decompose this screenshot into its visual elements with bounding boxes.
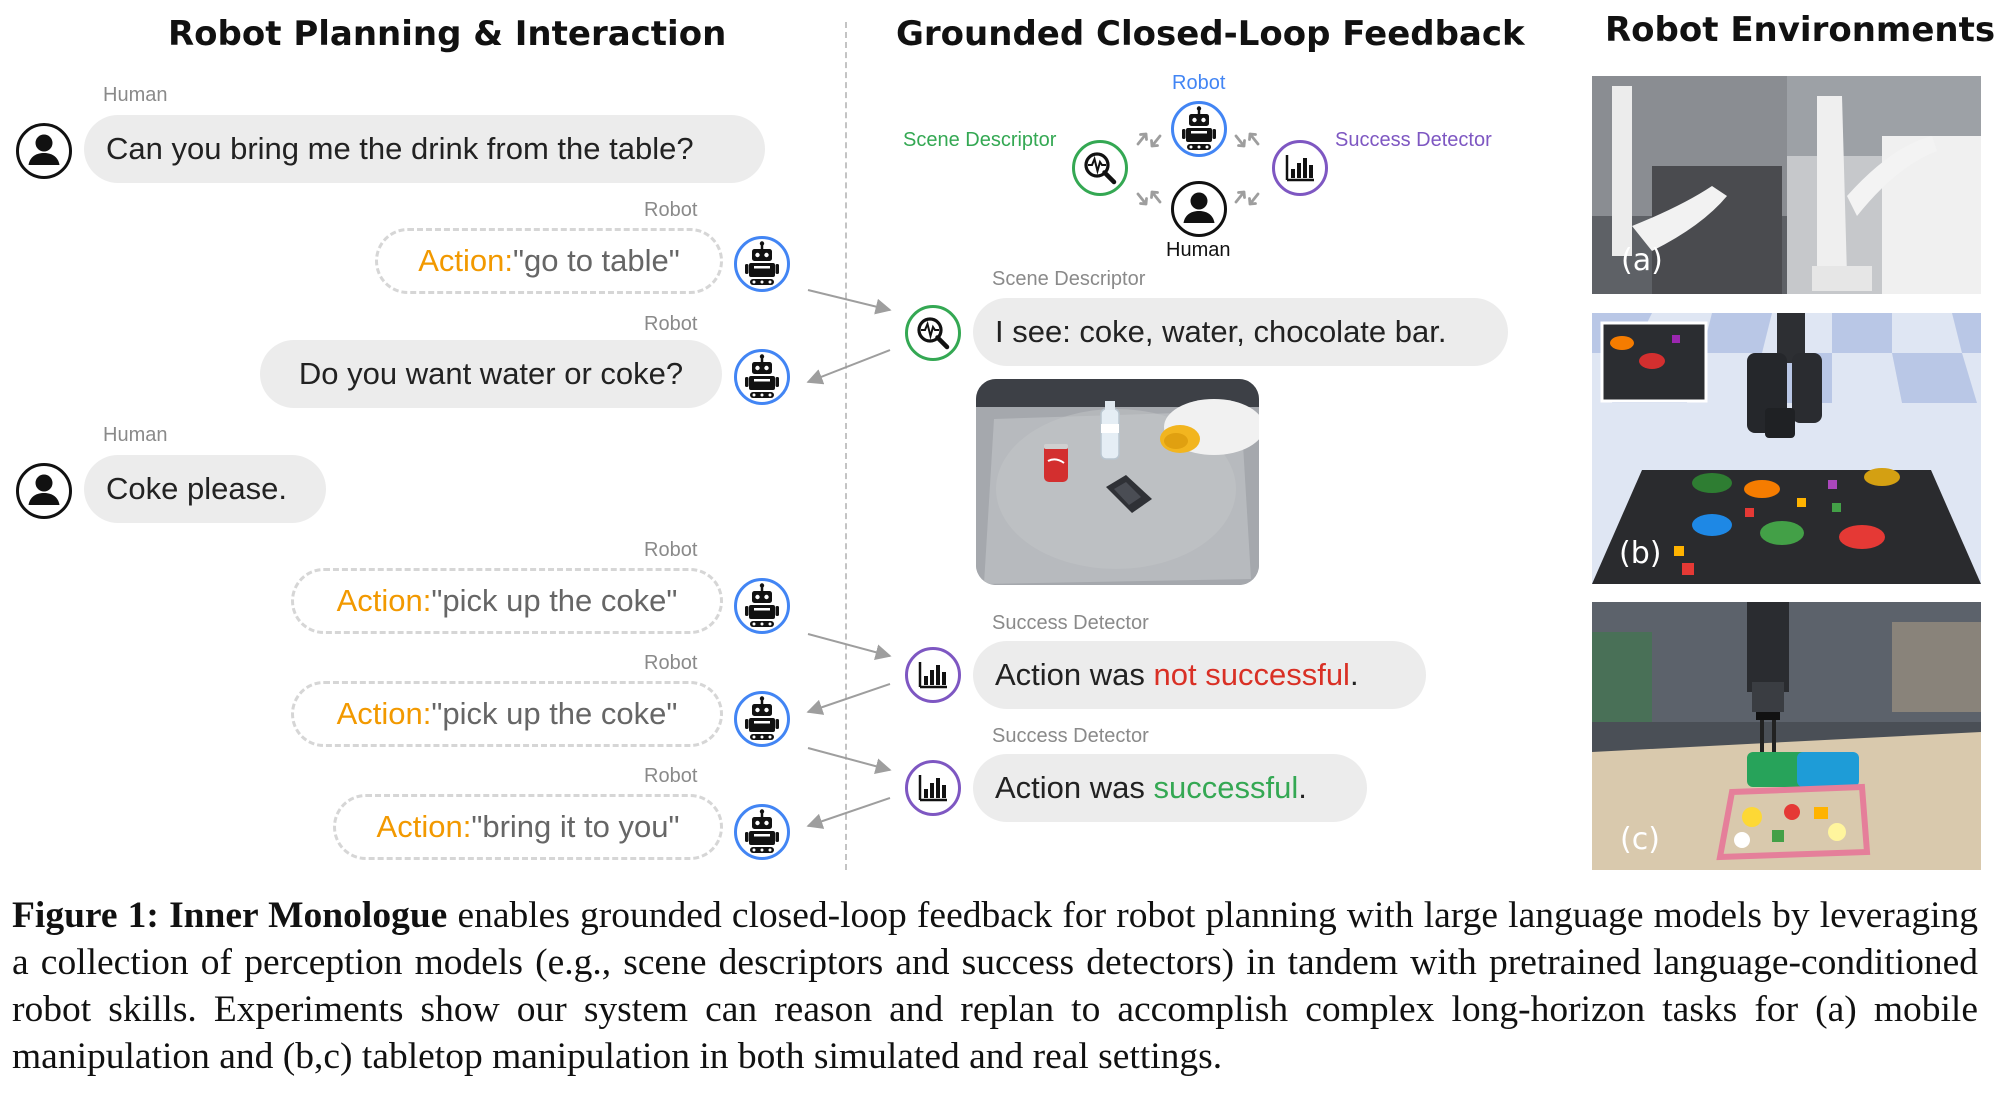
human-node-label: Human — [1166, 239, 1231, 261]
section-title-environments: Robot Environments — [1605, 10, 1996, 50]
caption-title: Inner Monologue — [169, 895, 448, 936]
action-keyword: Action: — [418, 243, 513, 278]
environment-photo-real-tabletop — [1592, 602, 1981, 870]
section-title-planning: Robot Planning & Interaction — [168, 14, 727, 54]
arrow-from-success-detector — [806, 683, 891, 715]
speaker-label: Robot — [644, 313, 698, 335]
speaker-label: Human — [103, 424, 168, 446]
bar-chart-icon — [1271, 139, 1329, 197]
arrow-to-scene-descriptor — [807, 289, 892, 315]
message-text: Do you want water or coke? — [298, 356, 684, 391]
feedback-source-label: Scene Descriptor — [992, 268, 1146, 290]
message-text: Action was — [995, 657, 1154, 692]
action-text: "go to table" — [512, 243, 680, 278]
connector-arrows — [806, 289, 892, 829]
environment-photo-simulated — [1592, 313, 1981, 584]
arrow-to-success-detector — [807, 747, 892, 774]
water-bottle — [1100, 401, 1120, 460]
human-message: Can you bring me the drink from the tabl… — [84, 115, 765, 183]
bar-chart-icon — [904, 646, 962, 704]
arrow-to-success-detector — [807, 633, 892, 660]
speaker-label: Robot — [644, 539, 698, 561]
message-text: Coke please. — [106, 471, 287, 506]
bar-chart-icon — [904, 759, 962, 817]
success-detector-message: Action was not successful. — [973, 641, 1426, 709]
robot-action: Action: "bring it to you" — [333, 794, 723, 860]
robot-node-label: Robot — [1172, 72, 1226, 94]
robot-gripper — [1160, 399, 1259, 455]
action-keyword: Action: — [336, 696, 432, 731]
action-keyword: Action: — [376, 809, 472, 844]
message-text: Can you bring me the drink from the tabl… — [106, 131, 694, 166]
column-divider — [845, 22, 847, 870]
cycle-arrows-icon — [1232, 186, 1262, 210]
environment-label: (b) — [1619, 536, 1662, 571]
feedback-source-label: Success Detector — [992, 725, 1149, 747]
speaker-label: Human — [103, 84, 168, 106]
scene-descriptor-node-label: Scene Descriptor — [903, 129, 1057, 151]
scene-descriptor-message: I see: coke, water, chocolate bar. — [973, 298, 1508, 366]
action-text: "pick up the coke" — [431, 583, 678, 618]
speaker-label: Robot — [644, 199, 698, 221]
chocolate-bar — [1106, 475, 1152, 513]
scene-photo — [976, 379, 1259, 585]
message-text: Action was — [995, 770, 1154, 805]
message-text: I see: coke, water, chocolate bar. — [995, 314, 1447, 349]
human-message: Coke please. — [84, 455, 326, 523]
result-highlight: not successful — [1153, 657, 1350, 692]
environment-label: (c) — [1620, 822, 1660, 857]
environment-photo-mobile — [1592, 76, 1981, 294]
cycle-arrows-icon — [1134, 186, 1164, 210]
caption-label: Figure 1: — [12, 895, 159, 936]
success-detector-message: Action was successful. — [973, 754, 1367, 822]
person-icon — [1170, 180, 1228, 238]
caption-body: enables grounded closed-loop feedback fo… — [12, 895, 1979, 1077]
section-title-feedback: Grounded Closed-Loop Feedback — [896, 14, 1525, 54]
success-detector-node-label: Success Detector — [1335, 129, 1492, 151]
robot-icon — [1170, 100, 1228, 158]
magnifier-waveform-icon — [904, 304, 962, 362]
action-keyword: Action: — [336, 583, 432, 618]
action-text: "pick up the coke" — [431, 696, 678, 731]
coke-can — [1044, 444, 1068, 482]
speaker-label: Robot — [644, 652, 698, 674]
feedback-source-label: Success Detector — [992, 612, 1149, 634]
robot-message: Do you want water or coke? — [260, 340, 722, 408]
robot-action: Action: "pick up the coke" — [291, 568, 723, 634]
message-suffix: . — [1298, 770, 1307, 805]
result-highlight: successful — [1153, 770, 1299, 805]
robot-action: Action: "go to table" — [375, 228, 723, 294]
cycle-arrows-icon — [1232, 128, 1262, 152]
environment-label: (a) — [1621, 243, 1663, 278]
speaker-label: Robot — [644, 765, 698, 787]
arrow-from-success-detector — [806, 797, 891, 829]
figure-caption: Figure 1: Inner Monologue enables ground… — [12, 892, 1978, 1080]
arrow-from-scene-descriptor — [806, 349, 891, 385]
magnifier-waveform-icon — [1071, 139, 1129, 197]
cycle-arrows-icon — [1134, 128, 1164, 152]
message-suffix: . — [1349, 657, 1359, 692]
robot-action: Action: "pick up the coke" — [291, 681, 723, 747]
action-text: "bring it to you" — [471, 809, 680, 844]
